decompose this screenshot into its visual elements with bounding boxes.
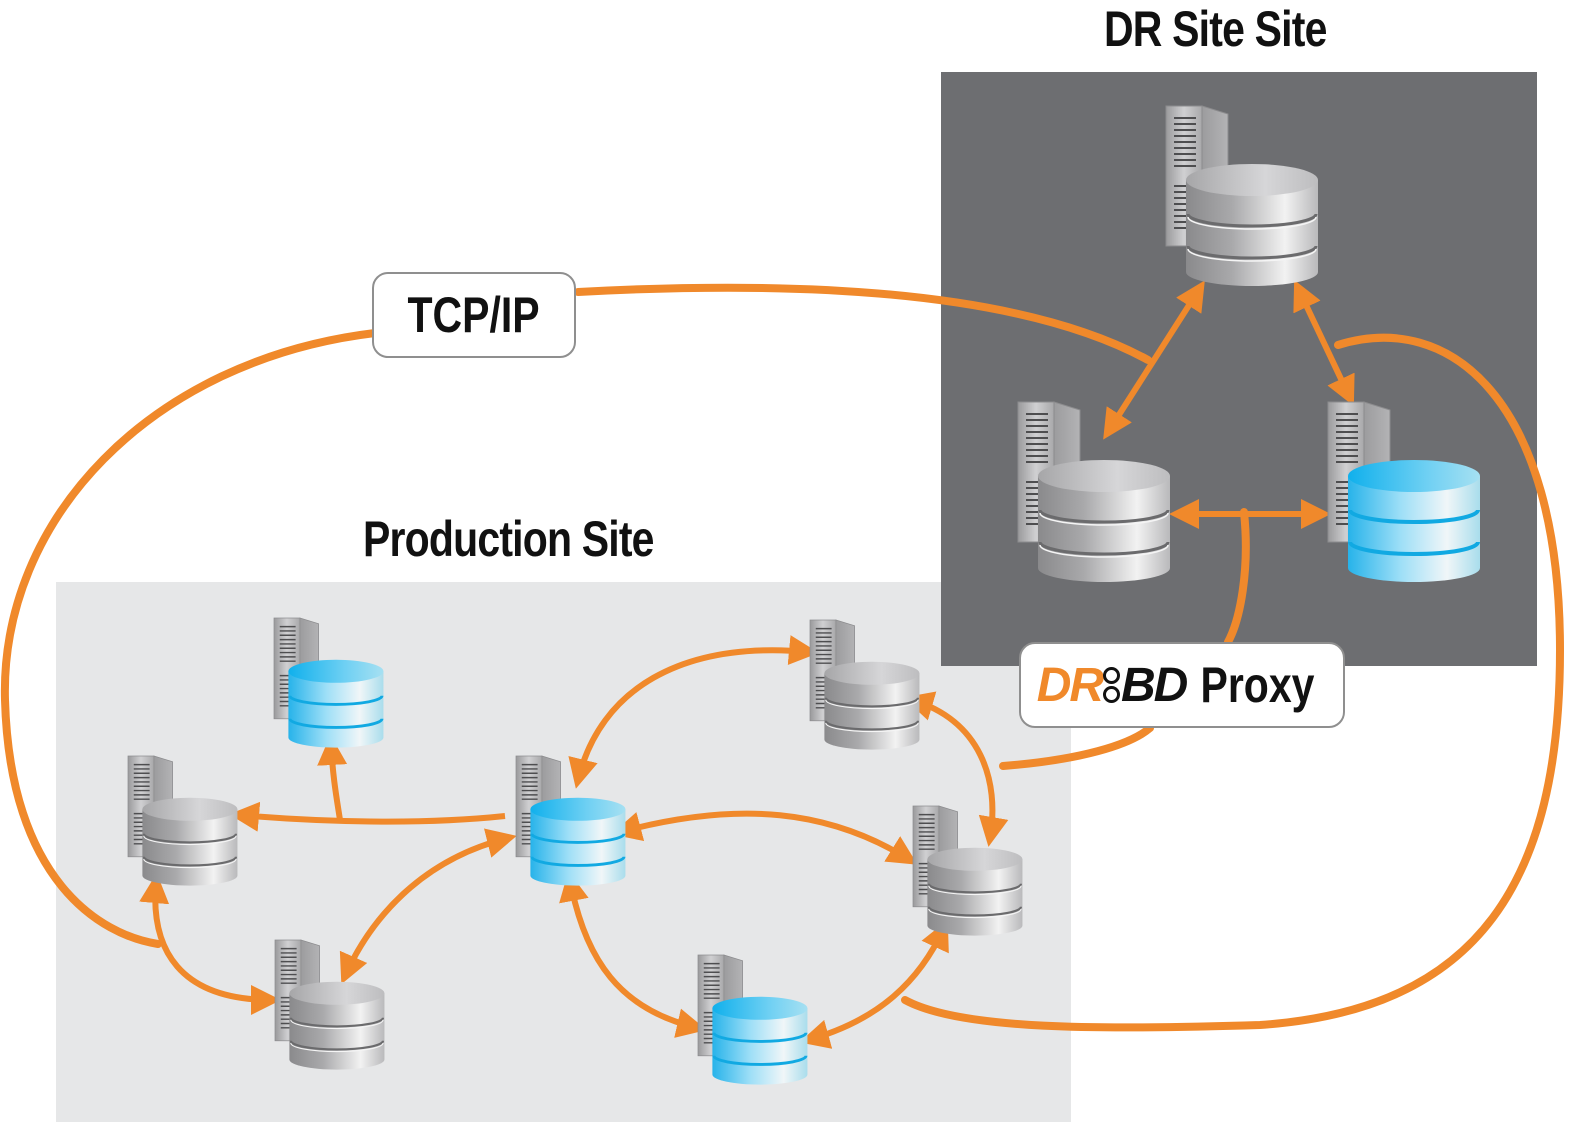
link-bottom-right [799, 919, 949, 1049]
drbd-proxy-label-text: Proxy [1200, 657, 1315, 713]
link-center-right [611, 810, 918, 865]
link-center-left [229, 801, 506, 832]
tcpip-link-line [0, 283, 1152, 948]
drbd-proxy-link-line [901, 333, 1565, 1032]
link-center-bottom-left [339, 828, 517, 985]
link-dr-top-dr-left [1103, 280, 1205, 440]
drbd-logo-dots-icon [1103, 666, 1121, 704]
link-top-right-right [903, 691, 1009, 847]
link-center-bottom [559, 871, 707, 1038]
proxy-to-production-line [999, 724, 1154, 770]
link-branch-top-left [317, 735, 348, 821]
drbd-proxy-label: DR BD Proxy [1019, 642, 1345, 728]
tcpip-label-text: TCP/IP [407, 287, 541, 343]
proxy-to-dr-line [1224, 508, 1250, 646]
drbd-logo: DR BD [1036, 658, 1189, 713]
tcpip-label: TCP/IP [372, 272, 576, 358]
drbd-logo-bd: BD [1121, 658, 1188, 712]
link-center-top-right [568, 635, 819, 789]
dr-site-title: DR Site Site [1104, 1, 1327, 57]
drbd-logo-dr: DR [1036, 658, 1104, 712]
production-site-title: Production Site [363, 511, 654, 567]
link-dr-top-dr-right [1293, 279, 1355, 407]
link-left-bottom-left [139, 873, 281, 1015]
